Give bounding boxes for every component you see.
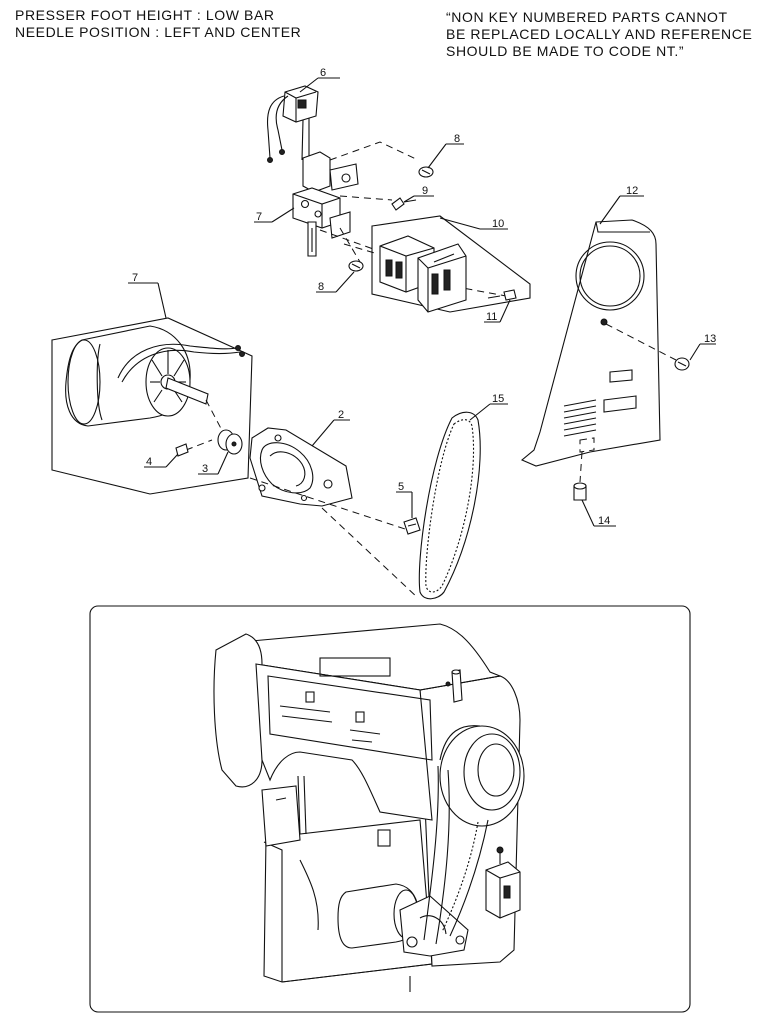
non-key-line-1: “NON KEY NUMBERED PARTS CANNOT <box>446 9 728 25</box>
callout-5: 5 <box>398 481 404 493</box>
callout-numbers: 6 8 9 7 10 8 11 7 12 13 2 4 3 15 5 14 <box>132 67 716 527</box>
non-key-line-3: SHOULD BE MADE TO CODE NT.” <box>446 43 685 59</box>
callout-8-lower: 8 <box>318 281 324 293</box>
screw-8-upper <box>418 166 434 178</box>
alignment-dashes-bracket <box>249 477 419 599</box>
presser-foot-line: PRESSER FOOT HEIGHT : LOW BAR <box>15 7 275 23</box>
callout-8-upper: 8 <box>454 133 460 145</box>
callout-4: 4 <box>146 456 152 468</box>
motor-pulley-parts <box>175 399 243 457</box>
callout-15: 15 <box>492 393 504 405</box>
non-key-parts-note: “NON KEY NUMBERED PARTS CANNOT BE REPLAC… <box>446 9 752 60</box>
screw-13 <box>605 323 690 371</box>
callout-7-motor: 7 <box>132 272 138 284</box>
screw-11 <box>487 289 517 301</box>
screw-8-lower <box>348 260 364 272</box>
part-10-switch-block <box>379 235 467 313</box>
presser-foot-note: PRESSER FOOT HEIGHT : LOW BAR NEEDLE POS… <box>15 7 301 41</box>
part-7-bracket <box>292 151 359 257</box>
vent-slots <box>563 399 597 437</box>
callout-12: 12 <box>626 185 638 197</box>
callout-3: 3 <box>202 463 208 475</box>
screw-9 <box>391 197 417 211</box>
callout-11: 11 <box>486 311 497 323</box>
callout-14: 14 <box>598 515 610 527</box>
callout-7-bracket: 7 <box>256 211 262 223</box>
foot-14 <box>573 451 587 501</box>
callout-leaders <box>128 77 716 527</box>
part-7-motor <box>65 325 245 427</box>
motor-frame <box>51 317 253 495</box>
part-6-switch <box>266 85 319 163</box>
part-12-cover <box>520 219 661 467</box>
callout-10: 10 <box>492 218 504 230</box>
callout-2: 2 <box>338 409 344 421</box>
screw-5 <box>403 517 421 535</box>
callout-13: 13 <box>704 333 716 345</box>
part-15-belt <box>418 411 481 600</box>
non-key-line-2: BE REPLACED LOCALLY AND REFERENCE <box>446 26 753 42</box>
machine-view-frame <box>89 605 691 1013</box>
sewing-machine-illustration <box>213 623 525 992</box>
part-10-frame <box>371 215 531 313</box>
callout-6: 6 <box>320 67 326 79</box>
needle-position-line: NEEDLE POSITION : LEFT AND CENTER <box>15 24 302 40</box>
callout-9: 9 <box>422 185 428 197</box>
